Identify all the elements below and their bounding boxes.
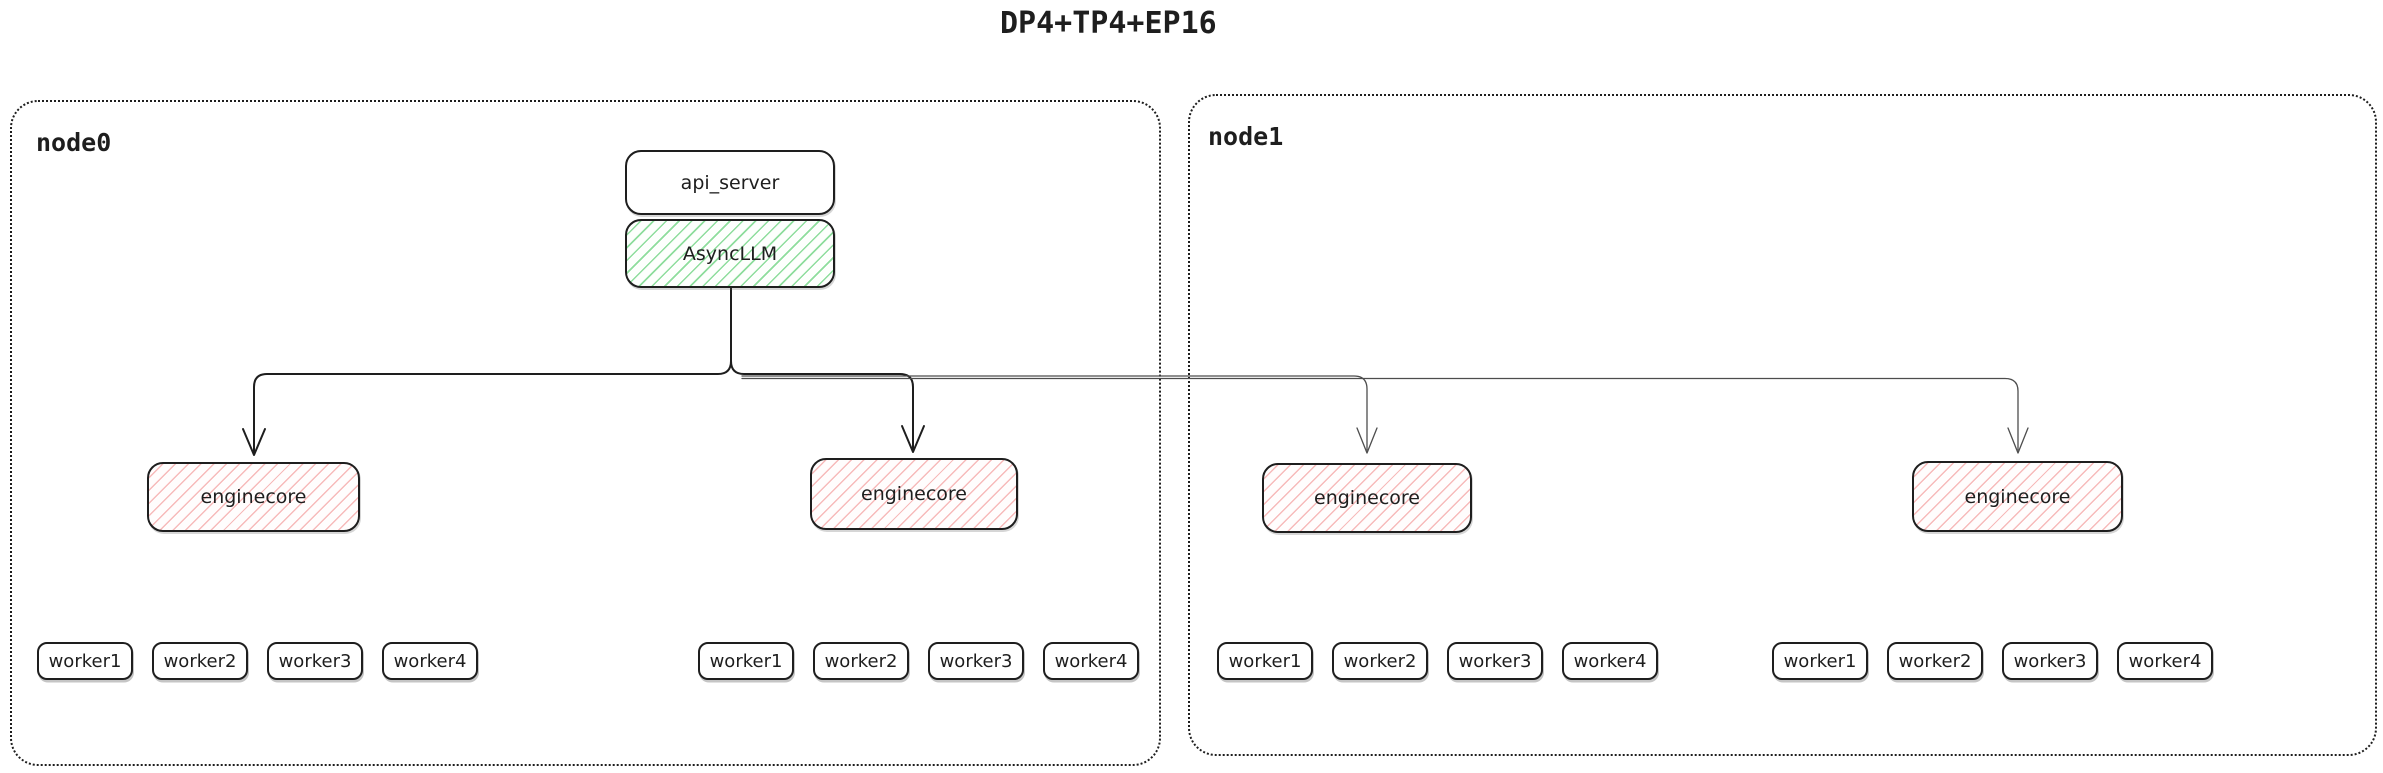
worker-box: worker2	[813, 642, 909, 680]
worker-label: worker1	[48, 650, 122, 672]
node0-enginecore-1-workers: worker1 worker2 worker3 worker4	[37, 642, 478, 680]
worker-box: worker4	[2117, 642, 2213, 680]
worker-label: worker2	[824, 650, 898, 672]
worker-label: worker2	[163, 650, 237, 672]
node1-enginecore-2-workers: worker1 worker2 worker3 worker4	[1772, 642, 2213, 680]
worker-label: worker3	[278, 650, 352, 672]
worker-box: worker1	[698, 642, 794, 680]
node1-enginecore-2-box: enginecore	[1912, 461, 2123, 532]
worker-label: worker1	[1228, 650, 1302, 672]
asyncllm-label: AsyncLLM	[682, 242, 778, 265]
node1-label: node1	[1208, 122, 1284, 151]
worker-box: worker1	[1217, 642, 1313, 680]
node0-enginecore-1-box: enginecore	[147, 462, 360, 532]
worker-box: worker3	[267, 642, 363, 680]
node0-label: node0	[36, 128, 112, 157]
node1-enginecore-1-box: enginecore	[1262, 463, 1472, 533]
worker-label: worker4	[1573, 650, 1647, 672]
worker-label: worker3	[2013, 650, 2087, 672]
worker-box: worker1	[1772, 642, 1868, 680]
worker-box: worker4	[1043, 642, 1139, 680]
node1-enginecore-1-workers: worker1 worker2 worker3 worker4	[1217, 642, 1658, 680]
worker-box: worker3	[1447, 642, 1543, 680]
worker-box: worker4	[382, 642, 478, 680]
worker-box: worker1	[37, 642, 133, 680]
worker-box: worker4	[1562, 642, 1658, 680]
worker-box: worker2	[1887, 642, 1983, 680]
worker-label: worker1	[709, 650, 783, 672]
worker-box: worker3	[928, 642, 1024, 680]
worker-label: worker2	[1343, 650, 1417, 672]
asyncllm-box: AsyncLLM	[625, 219, 835, 288]
api-server-label: api_server	[680, 171, 780, 194]
worker-label: worker4	[393, 650, 467, 672]
node0-enginecore-2-box: enginecore	[810, 458, 1018, 530]
worker-box: worker3	[2002, 642, 2098, 680]
node0-enginecore-2-workers: worker1 worker2 worker3 worker4	[698, 642, 1139, 680]
enginecore-label: enginecore	[861, 483, 967, 505]
enginecore-label: enginecore	[1314, 487, 1420, 509]
worker-label: worker3	[939, 650, 1013, 672]
worker-box: worker2	[1332, 642, 1428, 680]
worker-label: worker4	[2128, 650, 2202, 672]
worker-label: worker1	[1783, 650, 1857, 672]
worker-box: worker2	[152, 642, 248, 680]
worker-label: worker3	[1458, 650, 1532, 672]
diagram-title: DP4+TP4+EP16	[1000, 6, 1217, 41]
worker-label: worker4	[1054, 650, 1128, 672]
enginecore-label: enginecore	[1964, 485, 2071, 508]
worker-label: worker2	[1898, 650, 1972, 672]
enginecore-label: enginecore	[200, 486, 307, 508]
api-server-box: api_server	[625, 150, 835, 215]
